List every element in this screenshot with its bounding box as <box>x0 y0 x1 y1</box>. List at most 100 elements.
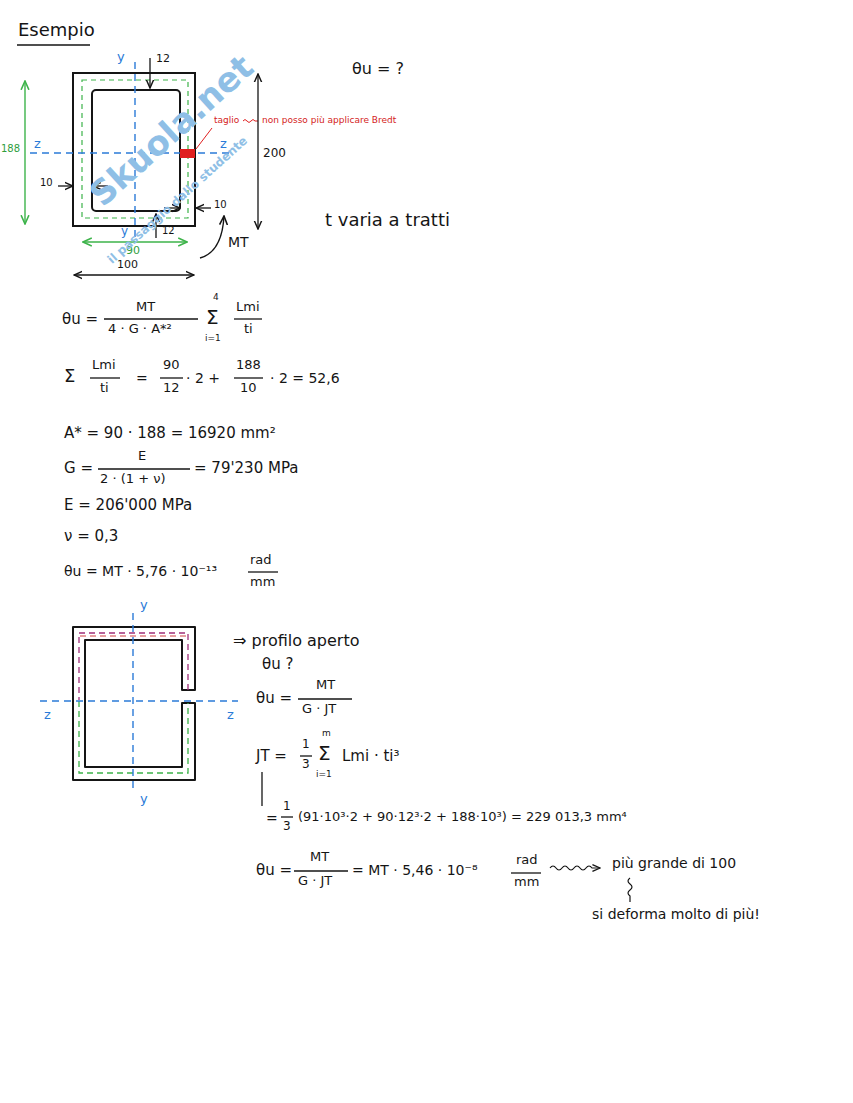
dimension-line <box>74 274 194 275</box>
dimension: 188 <box>1 143 20 155</box>
formula: Lmi <box>92 358 116 373</box>
formula: m <box>322 728 331 738</box>
formula: rad <box>516 853 538 868</box>
formula: 90 <box>163 358 180 373</box>
formula: Lmi <box>236 300 260 315</box>
axis-label: y <box>140 792 148 807</box>
formula: = <box>266 810 278 826</box>
formula: rad <box>250 553 272 568</box>
formula: 1 <box>283 800 291 814</box>
fraction-bar <box>90 377 120 378</box>
formula: 3 <box>302 758 310 772</box>
note: non posso più applicare Bredt <box>262 115 396 125</box>
formula: MT <box>136 300 155 315</box>
question: θu ? <box>262 656 293 673</box>
y-axis <box>132 613 133 790</box>
formula: G = <box>64 460 93 477</box>
formula: MT <box>310 850 329 865</box>
axis-label: z <box>34 137 41 152</box>
dimension: 10 <box>214 199 227 211</box>
brace <box>628 878 632 902</box>
formula: = 79'230 MPa <box>194 460 298 477</box>
formula: JT = <box>256 748 287 765</box>
fraction-bar <box>234 318 262 319</box>
fraction-bar <box>281 816 293 817</box>
dimension-arrow <box>58 185 73 186</box>
note: ⇒ profilo aperto <box>233 632 360 650</box>
formula: 10 <box>240 381 257 396</box>
axis-label: z <box>227 708 234 723</box>
formula: 1 <box>302 738 310 752</box>
formula: Σ <box>206 306 219 329</box>
fraction-bar <box>160 377 183 378</box>
fraction-bar <box>294 870 348 871</box>
fraction-bar <box>300 755 312 756</box>
fraction-bars <box>90 319 541 873</box>
midline-upper <box>80 636 186 637</box>
formula: 2 · (1 + ν) <box>100 472 166 487</box>
formula: 4 · G · A*² <box>108 322 172 337</box>
formula: G · JT <box>302 702 336 717</box>
formula: θu = <box>256 690 292 707</box>
formula: ti <box>244 322 253 337</box>
fraction-bar <box>98 468 190 469</box>
formula: E = 206'000 MPa <box>64 497 192 514</box>
formula: θu = <box>256 862 292 879</box>
fraction-bar <box>104 318 198 319</box>
title-underline <box>17 44 90 46</box>
dimension: 12 <box>162 225 175 237</box>
formula: Lmi · ti³ <box>342 748 400 765</box>
formula: θu = MT · 5,76 · 10⁻¹³ <box>64 563 217 579</box>
formula: · 2 + <box>186 370 220 386</box>
formula: 12 <box>163 381 180 396</box>
fraction-bar <box>248 571 278 572</box>
axis-label: y <box>117 50 125 65</box>
squiggle-arrow <box>550 866 600 870</box>
torque-arrow <box>200 216 224 258</box>
axis-label: z <box>44 708 51 723</box>
formula: G · JT <box>298 874 332 889</box>
formula: = MT · 5,46 · 10⁻⁸ <box>352 862 478 878</box>
dimension-line <box>257 74 258 229</box>
formula: E <box>138 449 146 464</box>
continuation-bar <box>261 772 262 806</box>
formula: i=1 <box>316 769 332 779</box>
note: si deforma molto di più! <box>592 906 760 922</box>
formula: · 2 = 52,6 <box>270 370 340 386</box>
question: θu = ? <box>352 60 404 78</box>
formula: θu = <box>62 311 98 328</box>
formula: mm <box>514 875 539 890</box>
formula: Σ <box>64 366 75 387</box>
formula: A* = 90 · 188 = 16920 mm² <box>64 425 276 442</box>
formula: (91·10³·2 + 90·12³·2 + 188·10³) = 229 01… <box>298 810 627 825</box>
squiggle-arrow <box>243 120 258 123</box>
axis-label: y <box>140 598 148 613</box>
z-axis <box>40 700 238 701</box>
formula: ti <box>100 381 109 396</box>
dimension-arrow <box>149 58 150 88</box>
open-section-wall <box>73 627 195 780</box>
torque-label: MT <box>228 234 249 250</box>
formula: 4 <box>213 292 219 302</box>
formula: mm <box>250 575 275 590</box>
fraction-bar <box>298 698 352 699</box>
cut-mark <box>180 149 195 158</box>
formula: i=1 <box>205 333 221 343</box>
note: t varia a tratti <box>325 210 450 231</box>
fraction-bar <box>511 872 541 873</box>
note: più grande di 100 <box>612 855 736 871</box>
dimension-line <box>24 81 25 224</box>
formula: MT <box>316 678 335 693</box>
dimension: 12 <box>156 53 170 66</box>
note: taglio <box>214 115 239 125</box>
dimension-arrow <box>196 207 211 208</box>
formula: 188 <box>236 358 261 373</box>
dimension: 10 <box>40 177 53 189</box>
formula: = <box>136 370 148 386</box>
formula: ν = 0,3 <box>64 528 118 545</box>
watermark: Skuola.net <box>82 47 261 214</box>
dimension: 200 <box>263 147 286 161</box>
formula: 3 <box>283 820 291 834</box>
fraction-bar <box>234 377 263 378</box>
